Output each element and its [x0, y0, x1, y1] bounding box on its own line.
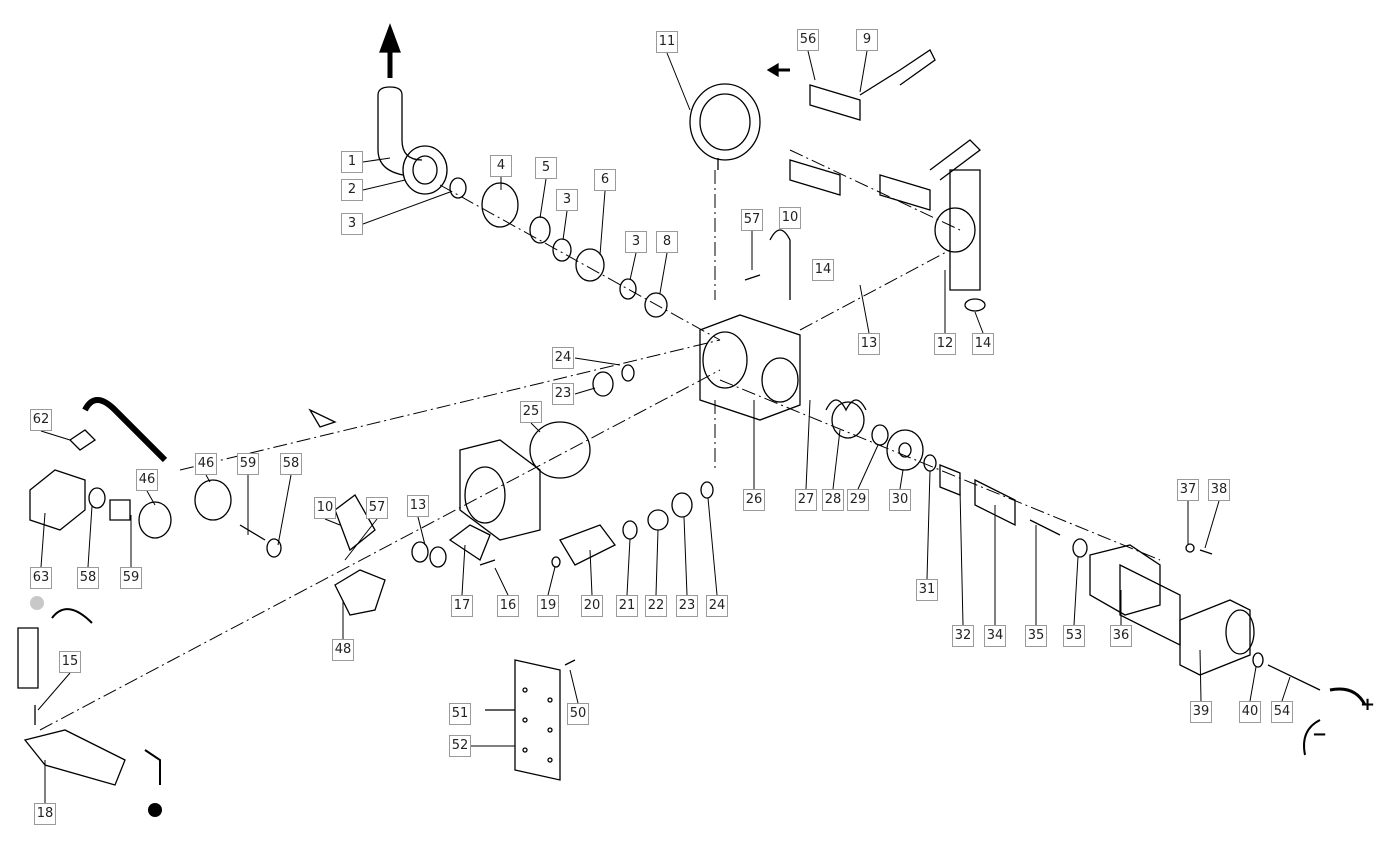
callout-label-2: 2 [341, 179, 363, 201]
callout-label-21: 21 [616, 595, 638, 617]
callout-label-19: 19 [537, 595, 559, 617]
callout-label-14: 14 [812, 259, 834, 281]
callout-label-31: 31 [916, 579, 938, 601]
callout-label-27: 27 [795, 489, 817, 511]
callout-label-57: 57 [741, 209, 763, 231]
callout-label-58: 58 [77, 567, 99, 589]
callout-label-40: 40 [1239, 701, 1261, 723]
plus-symbol: + [1360, 694, 1376, 715]
callout-label-10: 10 [314, 497, 336, 519]
callout-label-37: 37 [1177, 479, 1199, 501]
callout-label-32: 32 [952, 625, 974, 647]
callout-label-15: 15 [59, 651, 81, 673]
callout-label-3: 3 [625, 231, 647, 253]
callout-label-53: 53 [1063, 625, 1085, 647]
callout-label-59: 59 [237, 453, 259, 475]
callout-label-22: 22 [645, 595, 667, 617]
callout-label-56: 56 [797, 29, 819, 51]
callout-label-46: 46 [195, 453, 217, 475]
callout-label-24: 24 [706, 595, 728, 617]
callout-label-14: 14 [972, 333, 994, 355]
callout-label-51: 51 [449, 703, 471, 725]
callout-label-38: 38 [1208, 479, 1230, 501]
callout-label-11: 11 [656, 31, 678, 53]
callout-label-5: 5 [535, 157, 557, 179]
leader-lines [37, 50, 1291, 803]
callout-label-9: 9 [856, 29, 878, 51]
callout-label-18: 18 [34, 803, 56, 825]
callout-label-54: 54 [1271, 701, 1293, 723]
callout-label-1: 1 [341, 151, 363, 173]
callout-label-10: 10 [779, 207, 801, 229]
callout-label-28: 28 [822, 489, 844, 511]
callout-label-13: 13 [858, 333, 880, 355]
callout-label-52: 52 [449, 735, 471, 757]
callout-label-3: 3 [341, 213, 363, 235]
callout-label-3: 3 [556, 189, 578, 211]
black-marker [148, 803, 162, 817]
callout-label-34: 34 [984, 625, 1006, 647]
callout-label-48: 48 [332, 639, 354, 661]
callout-label-39: 39 [1190, 701, 1212, 723]
assembly-axes [39, 149, 1161, 731]
callout-label-20: 20 [581, 595, 603, 617]
callout-label-63: 63 [30, 567, 52, 589]
callout-label-62: 62 [30, 409, 52, 431]
callout-label-36: 36 [1110, 625, 1132, 647]
callout-label-30: 30 [889, 489, 911, 511]
callout-label-29: 29 [847, 489, 869, 511]
callout-label-59: 59 [120, 567, 142, 589]
callout-label-23: 23 [676, 595, 698, 617]
callout-label-50: 50 [567, 703, 589, 725]
callout-label-12: 12 [934, 333, 956, 355]
callout-label-58: 58 [280, 453, 302, 475]
callout-label-26: 26 [743, 489, 765, 511]
callout-label-4: 4 [490, 155, 512, 177]
callout-label-35: 35 [1025, 625, 1047, 647]
callout-label-8: 8 [656, 231, 678, 253]
callout-label-16: 16 [497, 595, 519, 617]
gray-marker [30, 596, 44, 610]
callout-label-57: 57 [366, 497, 388, 519]
callout-label-46: 46 [136, 469, 158, 491]
callout-label-25: 25 [520, 401, 542, 423]
callout-label-17: 17 [451, 595, 473, 617]
callout-label-13: 13 [407, 495, 429, 517]
callout-label-23: 23 [552, 383, 574, 405]
minus-symbol: − [1312, 724, 1328, 745]
callout-label-24: 24 [552, 347, 574, 369]
callout-label-6: 6 [594, 169, 616, 191]
